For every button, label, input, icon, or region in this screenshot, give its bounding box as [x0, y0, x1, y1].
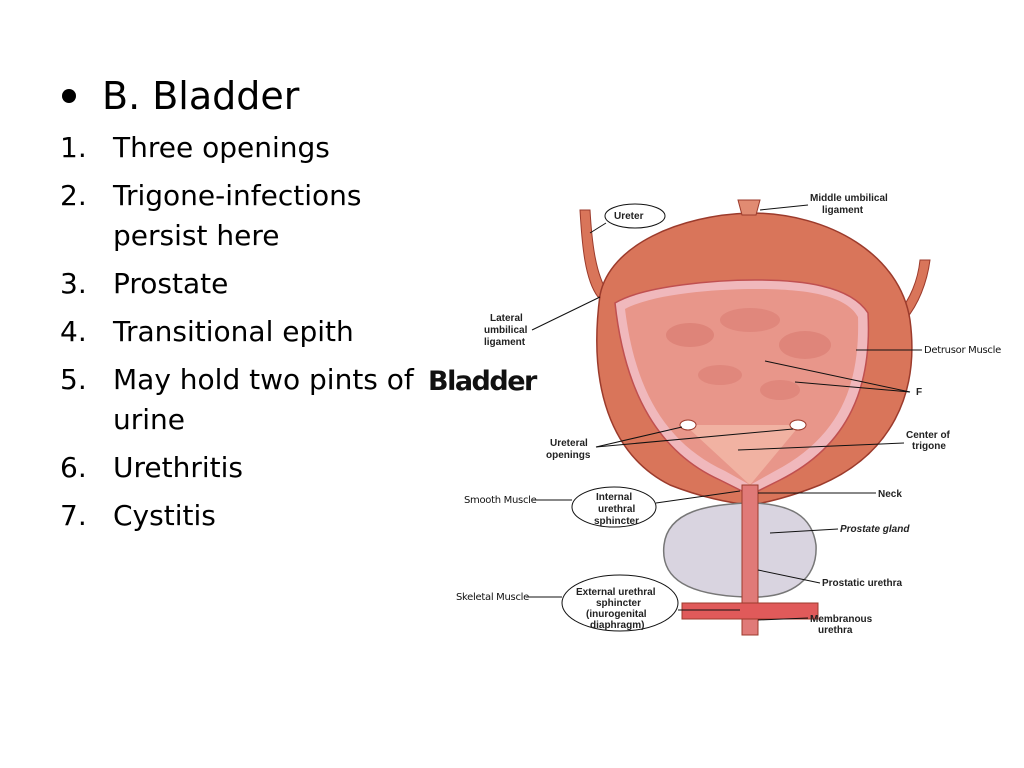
list-item: 5.May hold two pints of urine	[60, 363, 414, 436]
label-neck: Neck	[878, 489, 902, 500]
label-internal-sphincter-3: sphincter	[594, 516, 639, 527]
label-membranous-urethra-2: urethra	[818, 625, 853, 636]
label-f: F	[916, 387, 922, 398]
label-membranous-urethra-1: Membranous	[810, 614, 873, 625]
trigone	[685, 425, 800, 485]
label-smooth-muscle: Smooth Muscle	[464, 495, 537, 506]
right-ureteral-opening	[789, 419, 807, 431]
label-lateral-umbilical-3: ligament	[484, 337, 526, 348]
bladder-illustration: Bladder Ureter Middle umbilical ligament…	[428, 193, 1001, 636]
label-skeletal-muscle: Skeletal Muscle	[456, 592, 529, 603]
label-middle-umbilical-2: ligament	[822, 205, 864, 216]
list-item: 3.Prostate	[60, 267, 229, 300]
label-prostate-gland: Prostate gland	[840, 524, 910, 535]
label-middle-umbilical-1: Middle umbilical	[810, 193, 888, 204]
list-item: 4.Transitional epith	[60, 315, 354, 348]
label-ureter: Ureter	[614, 211, 644, 222]
list-item: 2.Trigone-infections persist here	[60, 179, 362, 252]
label-external-sphincter-2: sphincter	[596, 598, 641, 609]
numbered-list: 1.Three openings 2.Trigone-infections pe…	[60, 128, 420, 544]
label-ureteral-openings-2: openings	[546, 450, 591, 461]
label-internal-sphincter-1: Internal	[596, 492, 632, 503]
bullet-icon	[62, 89, 76, 103]
label-lateral-umbilical-1: Lateral	[490, 313, 523, 324]
bladder-diagram: Bladder Ureter Middle umbilical ligament…	[420, 185, 1020, 645]
list-item: 7.Cystitis	[60, 499, 216, 532]
label-ureteral-openings-1: Ureteral	[550, 438, 588, 449]
label-internal-sphincter-2: urethral	[598, 504, 635, 515]
left-ureteral-opening	[679, 419, 697, 431]
list-item: 6.Urethritis	[60, 451, 243, 484]
label-lateral-umbilical-2: umbilical	[484, 325, 528, 336]
urethra	[741, 484, 759, 636]
label-external-sphincter-3: (inurogenital	[586, 609, 647, 620]
slide-heading: B. Bladder	[60, 72, 299, 120]
label-external-sphincter-4: diaphragm)	[590, 620, 644, 631]
external-sphincter	[681, 602, 819, 620]
label-prostatic-urethra: Prostatic urethra	[822, 578, 902, 589]
label-detrusor: Detrusor Muscle	[924, 345, 1001, 356]
prostate-right	[754, 502, 817, 598]
prostate-left	[662, 502, 746, 598]
heading-text: B. Bladder	[102, 74, 300, 118]
list-item: 1.Three openings	[60, 131, 330, 164]
label-trigone-2: trigone	[912, 441, 946, 452]
diagram-title: Bladder	[428, 366, 538, 397]
middle-umbilical-ligament	[737, 199, 761, 216]
label-trigone-1: Center of	[906, 430, 951, 441]
label-external-sphincter-1: External urethral	[576, 587, 656, 598]
